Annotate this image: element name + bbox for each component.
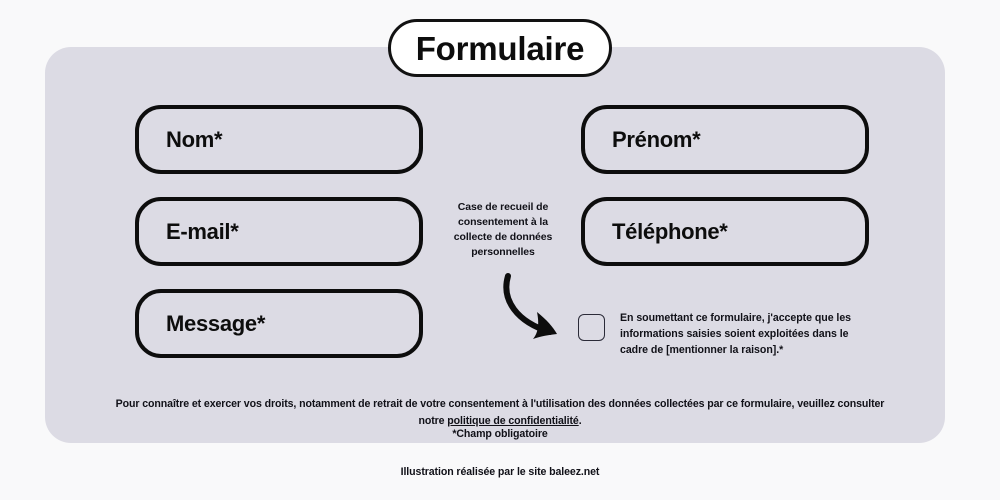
input-label-email: E-mail* [166, 218, 239, 244]
input-label-telephone: Téléphone* [612, 218, 728, 244]
consent-checkbox[interactable] [578, 314, 605, 341]
legal-notice: Pour connaître et exercer vos droits, no… [110, 396, 890, 430]
input-field-email[interactable]: E-mail* [135, 197, 423, 266]
input-label-nom: Nom* [166, 126, 223, 152]
curved-arrow-down-right-icon [503, 273, 557, 339]
input-label-prenom: Prénom* [612, 126, 701, 152]
page-title: Formulaire [415, 29, 585, 67]
consent-annotation-text: Case de recueil de consentement à la col… [453, 201, 553, 258]
input-label-message: Message* [166, 310, 266, 336]
form-card [45, 47, 945, 443]
input-field-message[interactable]: Message* [135, 289, 423, 358]
required-field-note: *Champ obligatoire [452, 428, 548, 440]
input-field-nom[interactable]: Nom* [135, 105, 423, 174]
privacy-policy-link[interactable]: politique de confidentialité [447, 415, 579, 428]
illustration-credit: Illustration réalisée par le site baleez… [400, 466, 600, 478]
legal-text-suffix: . [578, 415, 582, 428]
input-field-telephone[interactable]: Téléphone* [581, 197, 869, 266]
input-field-prenom[interactable]: Prénom* [581, 105, 869, 174]
legal-text-prefix: Pour connaître et exercer vos droits, no… [115, 398, 885, 428]
form-title-pill: Formulaire [388, 19, 612, 77]
consent-text: En soumettant ce formulaire, j'accepte q… [620, 312, 852, 357]
consent-row: En soumettant ce formulaire, j'accepte q… [578, 310, 868, 358]
